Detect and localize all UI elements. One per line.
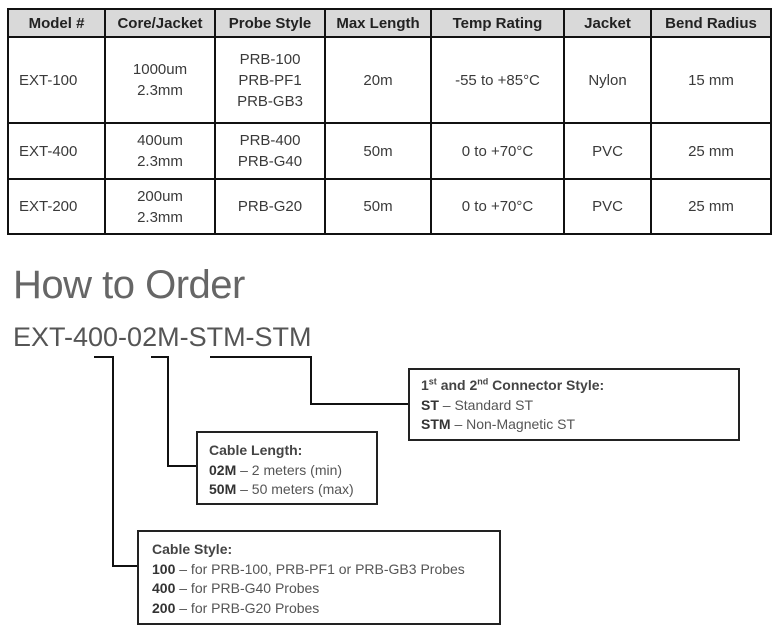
cell-model: EXT-200 [7,178,106,235]
cell-jacket: PVC [563,122,652,180]
cable-style-heading: Cable Style: [152,541,233,557]
connector-option: STM – Non-Magnetic ST [421,416,576,432]
header-temp-rating: Temp Rating [430,8,565,38]
cell-core: 400um [137,132,183,149]
cell-bend-radius: 15 mm [650,36,772,124]
cell-bend-radius: 25 mm [650,178,772,235]
cell-jacket-size: 2.3mm [137,153,183,170]
cell-model: EXT-100 [7,36,106,124]
connector-line-style [94,356,137,567]
cell-max-length: 20m [324,36,432,124]
cable-style-box: Cable Style: 100 – for PRB-100, PRB-PF1 … [137,530,501,625]
header-max-length: Max Length [324,8,432,38]
length-option: 50M – 50 meters (max) [209,481,354,497]
cell-temp-rating: 0 to +70°C [430,122,565,180]
cell-max-length: 50m [324,178,432,235]
table-row: EXT-400 400um 2.3mm PRB-400 PRB-G40 50m … [7,122,772,180]
cell-jacket: Nylon [563,36,652,124]
cell-bend-radius: 25 mm [650,122,772,180]
cell-core-jacket: 400um 2.3mm [104,122,216,180]
connector-line-length [151,356,196,467]
cable-length-heading: Cable Length: [209,442,303,458]
cell-probe: PRB-PF1 [238,71,302,89]
cell-probe: PRB-G20 [237,198,303,215]
cell-probe: PRB-100 [239,50,301,68]
cell-temp-rating: -55 to +85°C [430,36,565,124]
style-option: 100 – for PRB-100, PRB-PF1 or PRB-GB3 Pr… [152,560,465,577]
cell-jacket-size: 2.3mm [137,82,183,99]
connector-option: ST – Standard ST [421,396,534,413]
cable-length-box: Cable Length: 02M – 2 meters (min) 50M –… [196,431,378,505]
length-option: 02M – 2 meters (min) [209,461,343,478]
cell-core: 1000um [132,61,188,78]
header-bend-radius: Bend Radius [650,8,772,38]
cell-probe-style: PRB-400 PRB-G40 [214,122,326,180]
connector-style-heading: 1st and 2nd Connector Style: [421,376,605,393]
connector-style-box: 1st and 2nd Connector Style: ST – Standa… [408,368,740,441]
cell-temp-rating: 0 to +70°C [430,178,565,235]
cell-model: EXT-400 [7,122,106,180]
cell-probe: PRB-400 [239,132,301,149]
spec-table: Model # Core/Jacket Probe Style Max Leng… [7,8,772,235]
part-code-example: EXT-400-02M-STM-STM [13,322,312,352]
style-option: 400 – for PRB-G40 Probes [152,580,320,596]
header-model: Model # [7,8,106,38]
cell-jacket-size: 2.3mm [137,208,183,226]
header-jacket: Jacket [563,8,652,38]
cell-probe: PRB-GB3 [237,92,303,110]
cell-core-jacket: 1000um 2.3mm [104,36,216,124]
table-row: EXT-100 1000um 2.3mm PRB-100 PRB-PF1 PRB… [7,36,772,124]
cell-max-length: 50m [324,122,432,180]
connector-line-connector [210,356,408,405]
header-probe-style: Probe Style [214,8,326,38]
how-to-order-title: How to Order [13,263,245,307]
cell-jacket: PVC [563,178,652,235]
table-header-row: Model # Core/Jacket Probe Style Max Leng… [7,8,772,38]
cell-probe: PRB-G40 [237,153,303,170]
table-row: EXT-200 200um 2.3mm PRB-G20 50m 0 to +70… [7,178,772,235]
cell-probe-style: PRB-G20 [214,178,326,235]
cell-probe-style: PRB-100 PRB-PF1 PRB-GB3 [214,36,326,124]
cell-core: 200um [137,187,183,205]
style-option: 200 – for PRB-G20 Probes [152,599,320,616]
cell-core-jacket: 200um 2.3mm [104,178,216,235]
header-core-jacket: Core/Jacket [104,8,216,38]
